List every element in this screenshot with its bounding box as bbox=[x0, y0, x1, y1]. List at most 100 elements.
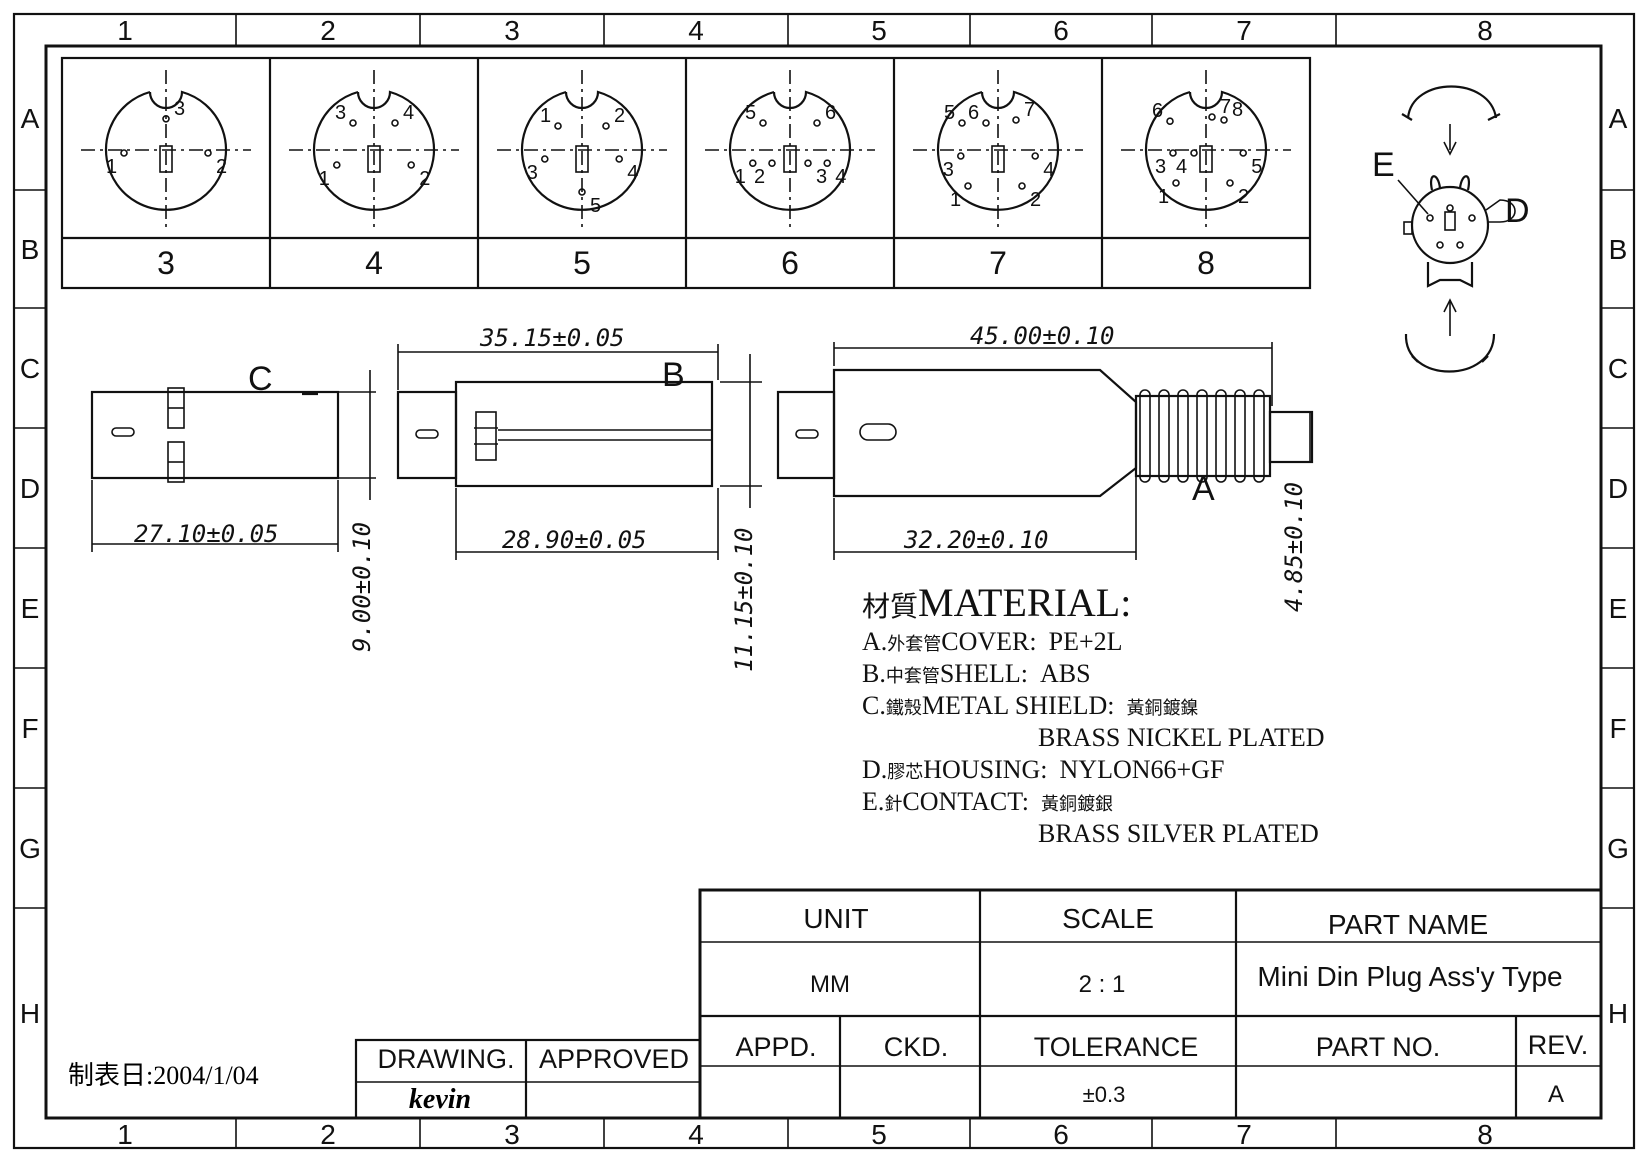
shell-view-b bbox=[396, 344, 762, 560]
pin-number: 5 bbox=[944, 102, 955, 124]
outer-border bbox=[12, 12, 1636, 1150]
label-e: E bbox=[1372, 146, 1395, 184]
grid-row-label: D bbox=[1608, 473, 1628, 504]
pin-hole bbox=[759, 119, 767, 127]
connector-label: 5 bbox=[573, 245, 591, 281]
dim-a-cable: 4.85±0.10 bbox=[1280, 482, 1308, 612]
pin-hole bbox=[162, 115, 170, 123]
pin-hole bbox=[615, 155, 624, 163]
drawing-label: DRAWING. bbox=[378, 1044, 515, 1074]
connector-label: 7 bbox=[989, 245, 1007, 281]
pin-hole bbox=[540, 155, 549, 163]
date-text: 制表日:2004/1/04 bbox=[68, 1061, 259, 1090]
rev-label: REV. bbox=[1528, 1030, 1589, 1060]
pin-hole bbox=[1226, 179, 1234, 187]
pin-number: 6 bbox=[968, 102, 979, 124]
grid-column-label: 1 bbox=[117, 1119, 133, 1150]
pin-hole bbox=[120, 149, 128, 157]
pin-number: 2 bbox=[216, 156, 227, 178]
pin-hole bbox=[748, 159, 757, 167]
part-no-label: PART NO. bbox=[1316, 1032, 1441, 1062]
ckd-label: CKD. bbox=[884, 1032, 949, 1062]
dim-b-top: 35.15±0.05 bbox=[479, 324, 625, 352]
pin-hole bbox=[1166, 117, 1174, 125]
grid-row-label: H bbox=[20, 998, 40, 1029]
pin-number: 6 bbox=[825, 102, 836, 124]
pin-number: 1 bbox=[319, 168, 330, 190]
pin-number: 3 bbox=[174, 98, 185, 120]
pin-hole bbox=[1239, 149, 1247, 157]
pin-number: 4 bbox=[627, 162, 638, 184]
appd-label: APPD. bbox=[735, 1032, 816, 1062]
part-name-label: PART NAME bbox=[1328, 909, 1488, 940]
pin-hole bbox=[982, 119, 990, 127]
grid-row-label: C bbox=[20, 353, 40, 384]
pin-hole bbox=[804, 159, 812, 167]
dim-a-bottom: 32.20±0.10 bbox=[903, 526, 1049, 554]
connector-label: 4 bbox=[365, 245, 383, 281]
pin-hole bbox=[823, 159, 832, 167]
grid-column-label: 3 bbox=[504, 15, 520, 46]
pin-number: 1 bbox=[950, 189, 961, 211]
grid-column-label: 8 bbox=[1477, 1119, 1493, 1150]
pin-number: 2 bbox=[1238, 186, 1249, 208]
grip-rib bbox=[1253, 389, 1265, 483]
pin-number: 1 bbox=[540, 105, 551, 127]
grip-rib bbox=[1234, 389, 1246, 483]
unit-label: UNIT bbox=[803, 903, 868, 934]
connector-face-3: 1 2 3 3 bbox=[81, 70, 251, 281]
grid-column-label: 3 bbox=[504, 1119, 520, 1150]
grid-row-label: B bbox=[21, 234, 40, 265]
shield-view-c bbox=[90, 370, 376, 552]
connector-label: 8 bbox=[1197, 245, 1215, 281]
grid-lines bbox=[14, 14, 1634, 1148]
dim-a-top: 45.00±0.10 bbox=[970, 322, 1115, 350]
exploded-view bbox=[1397, 85, 1516, 373]
unit-value: MM bbox=[810, 971, 850, 998]
pin-number: 4 bbox=[403, 102, 414, 124]
pin-hole bbox=[204, 149, 212, 157]
connector-label: 3 bbox=[157, 245, 175, 281]
pin-number: 1 bbox=[1158, 186, 1169, 208]
pin-number: 1 bbox=[106, 156, 117, 178]
label-b: B bbox=[662, 356, 685, 394]
svg-text:材質MATERIAL:: 材質MATERIAL: bbox=[862, 580, 1131, 625]
scale-label: SCALE bbox=[1062, 903, 1154, 934]
grid-row-label: C bbox=[1608, 353, 1628, 384]
grid-row-label: E bbox=[1609, 593, 1628, 624]
grid-column-label: 6 bbox=[1053, 1119, 1069, 1150]
pin-number: 3 bbox=[816, 166, 827, 188]
pin-hole bbox=[332, 161, 341, 169]
scale-value: 2 : 1 bbox=[1079, 971, 1126, 998]
dim-b-bottom: 28.90±0.05 bbox=[502, 526, 647, 554]
dim-c-height: 9.00±0.10 bbox=[348, 522, 376, 652]
pin-hole bbox=[349, 119, 357, 127]
pin-number: 8 bbox=[1232, 99, 1243, 121]
pin-number: 4 bbox=[835, 166, 846, 188]
grid-row-label: B bbox=[1609, 234, 1628, 265]
grip-rib bbox=[1158, 389, 1170, 483]
dim-c-length: 27.10±0.05 bbox=[134, 520, 279, 548]
cover-view-a bbox=[776, 342, 1314, 560]
pin-number: 6 bbox=[1152, 100, 1163, 122]
pin-hole bbox=[964, 182, 972, 190]
pin-hole bbox=[407, 161, 416, 169]
pin-hole bbox=[554, 122, 562, 130]
grid-column-label: 5 bbox=[871, 1119, 887, 1150]
pin-hole bbox=[602, 122, 610, 130]
pin-hole bbox=[578, 188, 586, 196]
pin-number: 4 bbox=[1043, 159, 1054, 181]
pin-hole bbox=[768, 159, 776, 167]
material-title-cn: 材質 bbox=[862, 591, 918, 623]
label-d: D bbox=[1505, 192, 1530, 230]
pin-hole bbox=[1031, 152, 1039, 160]
label-c: C bbox=[248, 360, 273, 398]
pin-number: 7 bbox=[1220, 96, 1231, 118]
pin-number: 5 bbox=[590, 195, 601, 217]
grip-rib bbox=[1215, 389, 1227, 483]
grid-row-label: F bbox=[1609, 713, 1626, 744]
connector-label: 6 bbox=[781, 245, 799, 281]
